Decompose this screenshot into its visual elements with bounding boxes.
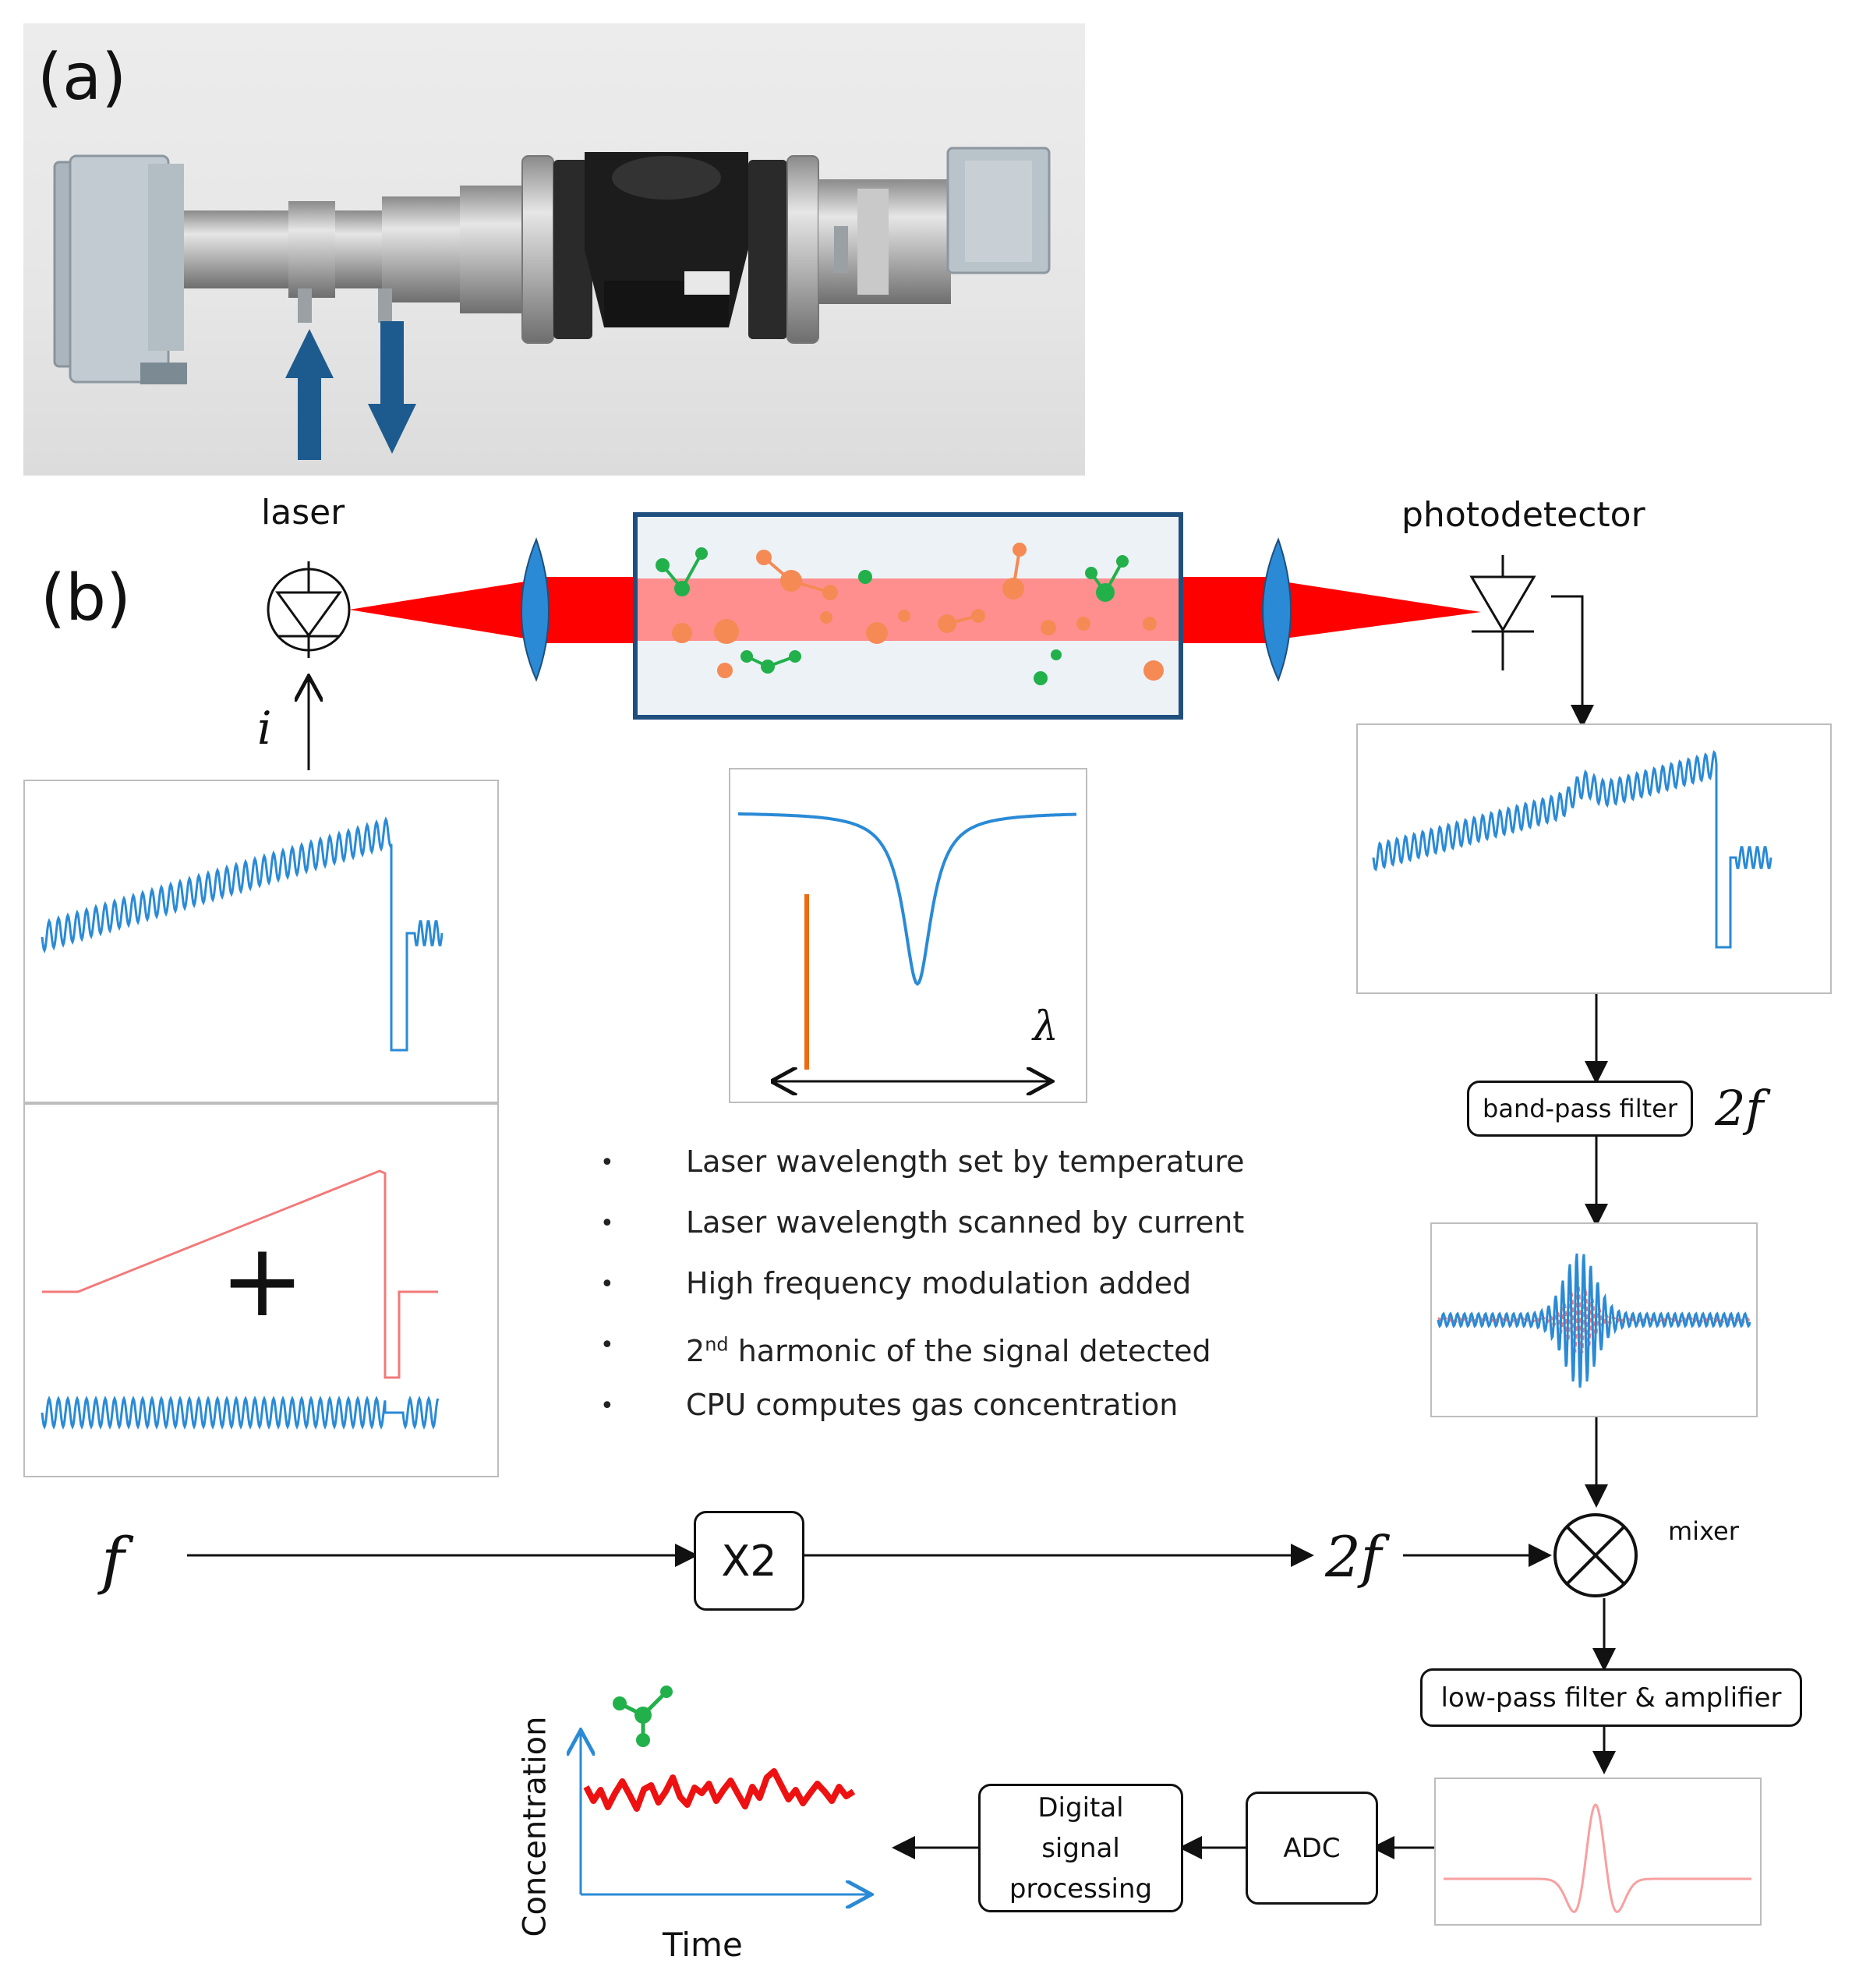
filtered-signal-plot	[1430, 1222, 1758, 1417]
photodetector-label: photodetector	[1401, 495, 1645, 535]
bandpass-filter-label: band-pass filter	[1483, 1094, 1677, 1123]
mixer-icon	[1553, 1513, 1638, 1597]
analyzer-photo	[23, 23, 1085, 476]
principle-item: • High frequency modulation added	[600, 1268, 1333, 1328]
frequency-doubler-block: X2	[694, 1511, 804, 1611]
bullet-dot: •	[600, 1149, 614, 1176]
lowpass-amplifier-label: low-pass filter & amplifier	[1440, 1682, 1782, 1714]
output-xlabel: Time	[663, 1926, 743, 1964]
drive-current-plot	[23, 780, 499, 1103]
bullet-dot: •	[600, 1392, 614, 1420]
principle-item: • 2nd harmonic of the signal detected	[600, 1328, 1333, 1389]
principle-text: 2nd harmonic of the signal detected	[686, 1333, 1211, 1368]
laser-label: laser	[261, 493, 345, 532]
gas-outlet-arrow	[368, 321, 416, 454]
second-harmonic-trace	[1444, 1803, 1751, 1913]
lens-left	[521, 537, 550, 682]
mixer-label: mixer	[1668, 1516, 1739, 1546]
doubled-frequency-label: 2f	[1325, 1524, 1382, 1590]
lowpass-amplifier-block: low-pass filter & amplifier	[1420, 1668, 1802, 1727]
bullet-dot: •	[600, 1271, 614, 1298]
panel-label-b: (b)	[41, 561, 132, 635]
bandpass-trace	[1437, 1253, 1751, 1388]
ramp-trace	[42, 1169, 438, 1379]
principle-item: • Laser wavelength scanned by current	[600, 1207, 1333, 1268]
principle-text: Laser wavelength scanned by current	[686, 1205, 1245, 1240]
left-tube	[184, 210, 387, 288]
panel-label-a: (a)	[37, 41, 127, 115]
dsp-label: Digital signal processing	[1009, 1792, 1153, 1905]
principle-list: • Laser wavelength set by temperature • Las…	[600, 1146, 1333, 1450]
principle-text: Laser wavelength set by temperature	[686, 1144, 1245, 1179]
bullet-dot: •	[600, 1332, 614, 1359]
bullet-dot: •	[600, 1210, 614, 1237]
photodiode-icon	[1469, 555, 1536, 670]
principle-item: • CPU computes gas concentration	[600, 1389, 1333, 1450]
principle-text: High frequency modulation added	[686, 1266, 1192, 1300]
demodulated-signal-plot	[1434, 1778, 1762, 1926]
drive-components-plot: +	[23, 1103, 499, 1477]
laser-diode-icon	[267, 561, 351, 658]
modulation-trace	[41, 1395, 440, 1430]
principle-item: • Laser wavelength set by temperature	[600, 1146, 1333, 1207]
bandpass-frequency-label: 2f	[1715, 1080, 1764, 1137]
frequency-doubler-label: X2	[721, 1536, 777, 1586]
wavelength-symbol: λ	[1033, 1003, 1059, 1050]
input-frequency-label: f	[101, 1524, 125, 1597]
current-symbol: i	[257, 702, 272, 755]
laser-beam-cone-right	[1278, 581, 1481, 639]
principle-text: CPU computes gas concentration	[686, 1388, 1179, 1422]
gas-inlet-arrow	[285, 329, 334, 460]
gas-molecules	[656, 543, 1164, 685]
absorption-line-plot: λ	[729, 768, 1087, 1103]
gas-molecule-icon	[613, 1686, 673, 1747]
concentration-trace	[583, 1768, 856, 1812]
adc-block: ADC	[1246, 1792, 1378, 1905]
absorption-trace	[738, 812, 1077, 986]
output-ylabel: Concentration	[517, 1716, 553, 1937]
lens-right	[1262, 537, 1292, 682]
dsp-block: Digital signal processing	[978, 1784, 1183, 1912]
detector-signal-plot	[1356, 723, 1832, 994]
adc-label: ADC	[1283, 1832, 1341, 1864]
plus-symbol: +	[220, 1221, 305, 1339]
laser-beam-cone-left	[349, 581, 530, 639]
bandpass-filter-block: band-pass filter	[1467, 1081, 1693, 1137]
photodetector-output-arrow	[1551, 595, 1594, 728]
